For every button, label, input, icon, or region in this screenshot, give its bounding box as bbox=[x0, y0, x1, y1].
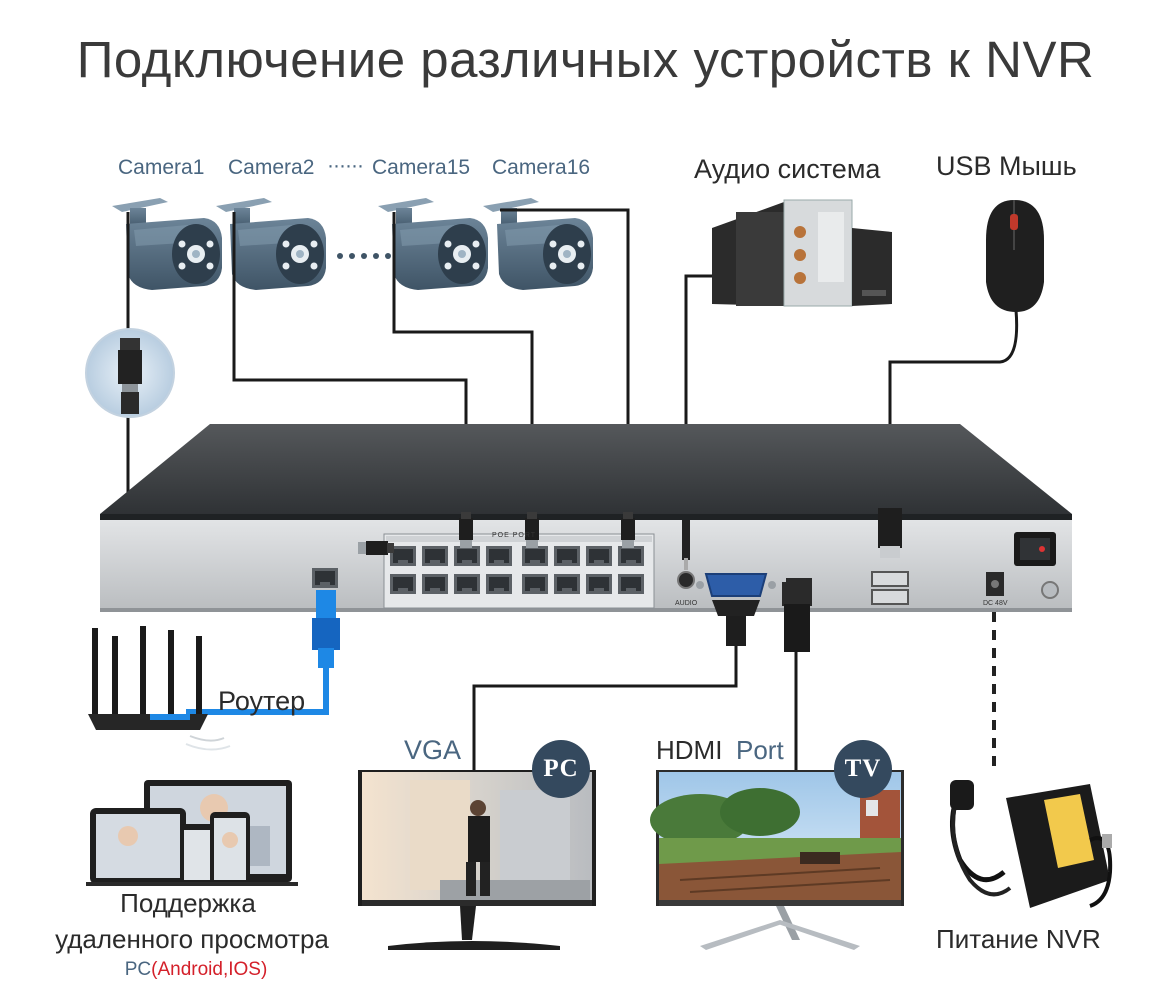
remote-view-platforms: PC(Android,IOS) bbox=[16, 960, 376, 979]
audio-port-label: AUDIO bbox=[675, 600, 698, 607]
camera-2-label: Camera2 bbox=[228, 156, 315, 179]
camera-separator: ······ bbox=[327, 154, 364, 177]
camera-dots bbox=[337, 253, 391, 259]
camera-16 bbox=[483, 198, 593, 290]
mouse-label: USB Мышь bbox=[936, 151, 1077, 181]
dc-port-label: DC 48V bbox=[983, 600, 1008, 607]
remote-pc-text: PC bbox=[124, 959, 152, 980]
hdmi-port-label: Port bbox=[736, 735, 784, 765]
audio-speakers bbox=[712, 199, 892, 307]
remote-os-text: (Android,IOS) bbox=[151, 959, 268, 980]
router-label: Роутер bbox=[218, 686, 306, 716]
remote-view-line2: удаленного просмотра bbox=[55, 924, 329, 954]
tv-badge: TV bbox=[834, 740, 892, 798]
page-title: Подключение различных устройств к NVR bbox=[76, 31, 1095, 88]
audio-label: Аудио система bbox=[694, 154, 881, 184]
usb-mouse bbox=[986, 200, 1044, 312]
hdmi-label: HDMI bbox=[656, 735, 723, 765]
router bbox=[88, 626, 231, 751]
router-cable bbox=[186, 650, 329, 715]
connector-zoom bbox=[85, 328, 175, 418]
power-label: Питание NVR bbox=[936, 924, 1101, 954]
camera-1-label: Camera1 bbox=[118, 156, 205, 179]
nvr-plugs bbox=[312, 508, 902, 668]
camera-15-label: Camera15 bbox=[372, 156, 471, 179]
remote-devices bbox=[86, 780, 298, 886]
pc-badge: PC bbox=[532, 740, 590, 798]
remote-view-line1: Поддержка bbox=[120, 888, 256, 918]
poe-port-label: POE PORT bbox=[492, 532, 537, 539]
nvr-device bbox=[100, 424, 1072, 612]
camera-16-label: Camera16 bbox=[492, 156, 591, 179]
pc-monitor bbox=[358, 770, 596, 950]
vga-label: VGA bbox=[404, 735, 462, 765]
power-adapter bbox=[949, 780, 1113, 908]
